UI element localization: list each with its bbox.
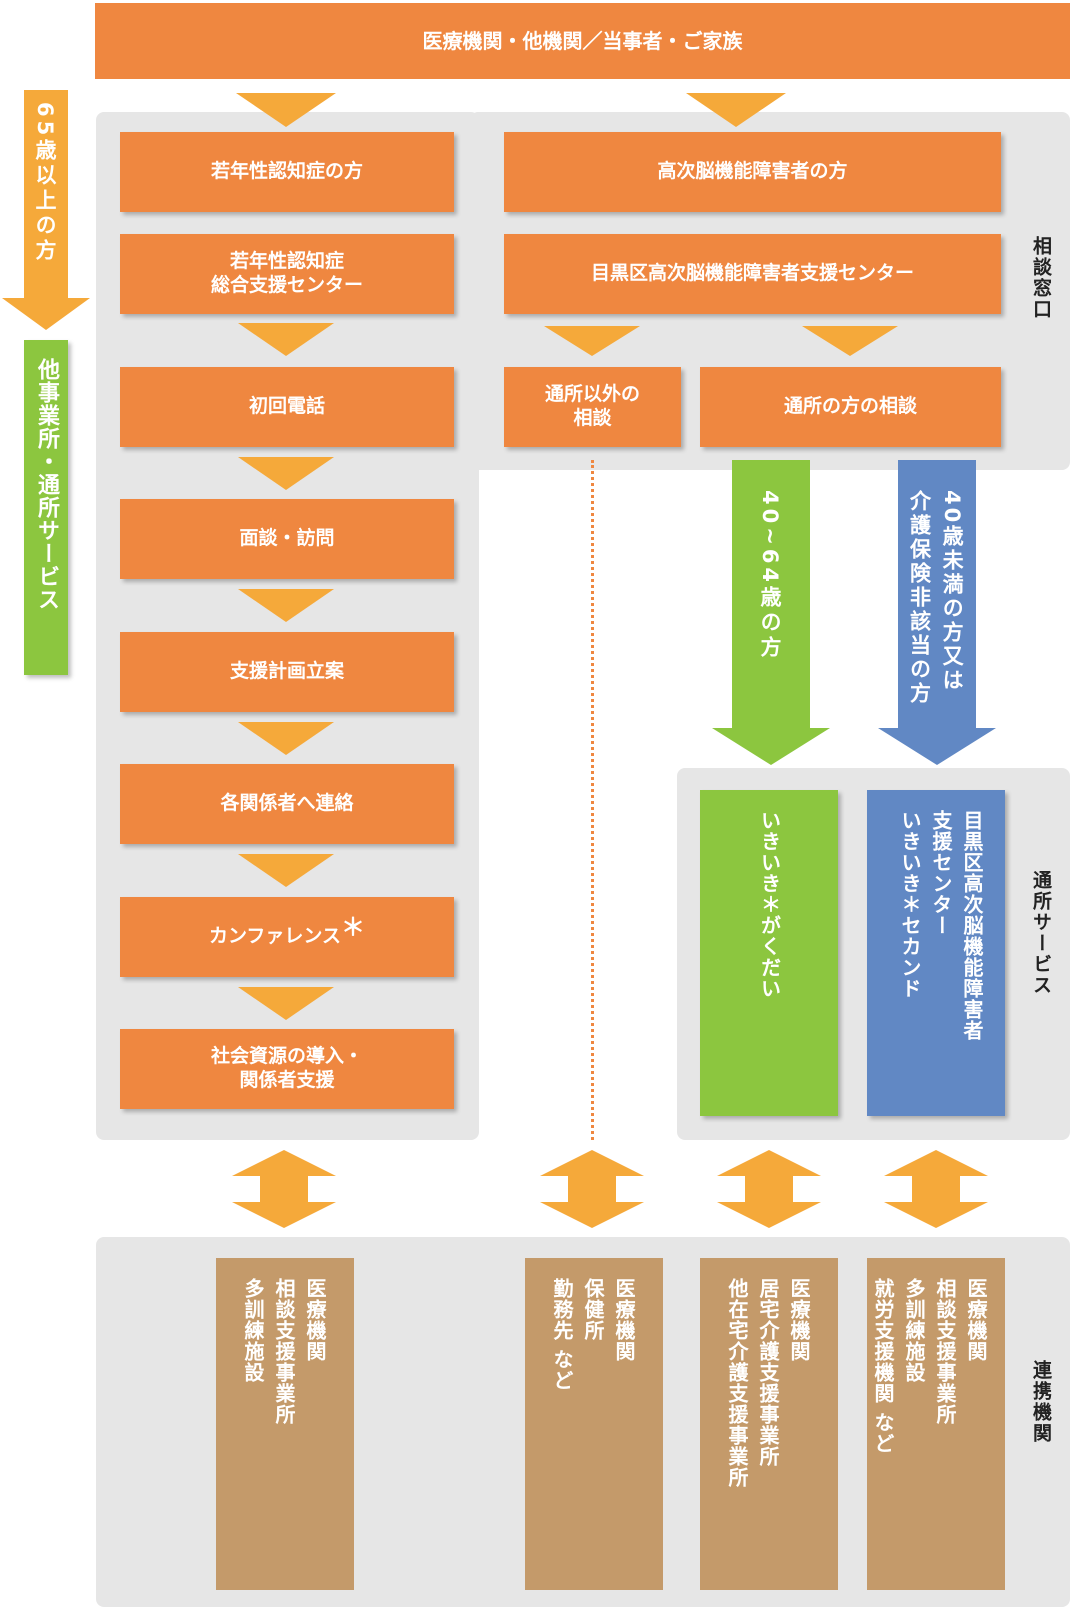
arrow-green-40-64-icon — [712, 460, 830, 765]
dotted-connector — [591, 460, 594, 1140]
asterisk-mark: ＊ — [341, 913, 366, 941]
under40-label: 40歳未満の方又は 介護保険非該当の方 — [907, 490, 965, 706]
arrow-top-left-icon — [236, 93, 336, 127]
day-consult: 通所の方の相談 — [700, 367, 1001, 447]
cooperation-box-1: 医療機関 相談支援事業所 多訓練施設 — [216, 1258, 354, 1590]
brain-injury-target: 高次脳機能障害者の方 — [504, 132, 1001, 212]
arrow-step4-icon — [238, 722, 334, 755]
cooperation-label: 連携機関 — [1030, 1360, 1052, 1444]
double-arrow-4-icon — [884, 1150, 988, 1228]
non-day-consult: 通所以外の 相談 — [504, 367, 681, 447]
ikiiki-gakudai-box: いきいき＊がくだい — [700, 790, 838, 1116]
step-contact-parties: 各関係者へ連絡 — [120, 764, 454, 844]
arrow-day-icon — [802, 326, 898, 356]
step-first-call: 初回電話 — [120, 367, 454, 447]
arrow-step6-icon — [238, 987, 334, 1020]
double-arrow-2-icon — [540, 1150, 644, 1228]
step-social-resources: 社会資源の導入・ 関係者支援 — [120, 1029, 454, 1109]
conference-label: カンファレンス — [208, 925, 342, 948]
double-arrow-3-icon — [717, 1150, 821, 1228]
arrow-down-65-icon — [2, 90, 90, 330]
step-support-center: 若年性認知症 総合支援センター — [120, 234, 454, 314]
age-40-64-label: 40~64歳の方 — [758, 490, 782, 662]
cooperation-box-2: 医療機関 保健所 勤務先 など — [525, 1258, 663, 1590]
step-interview-visit: 面談・訪問 — [120, 499, 454, 579]
double-arrow-1-icon — [232, 1150, 336, 1228]
step-young-dementia: 若年性認知症の方 — [120, 132, 454, 212]
top-box: 医療機関・他機関／当事者・ご家族 — [95, 3, 1070, 79]
arrow-non-day-icon — [544, 326, 640, 356]
consult-label: 相談窓口 — [1030, 236, 1052, 320]
arrow-blue-under40-icon — [878, 460, 996, 765]
arrow-top-right-icon — [686, 93, 786, 127]
arrow-step5-icon — [238, 854, 334, 887]
arrow-step3-icon — [238, 589, 334, 622]
cooperation-box-3: 医療機関 居宅介護支援事業所 他在宅介護支援事業所 — [700, 1258, 838, 1590]
arrow-step1-icon — [238, 323, 334, 356]
step-support-plan: 支援計画立案 — [120, 632, 454, 712]
step-conference: カンファレンス＊ — [120, 897, 454, 977]
over65-label: 65歳以上の方 — [33, 102, 57, 265]
meguro-center: 目黒区高次脳機能障害者支援センター — [504, 234, 1001, 314]
other-service-box: 他事業所・通所サービス — [24, 340, 68, 675]
arrow-step2-icon — [238, 457, 334, 490]
day-service-label: 通所サービス — [1030, 870, 1052, 996]
cooperation-box-4: 医療機関 相談支援事業所 多訓練施設 就労支援機関 など — [867, 1258, 1005, 1590]
meguro-second-box: 目黒区高次脳機能障害者 支援センター いきいき＊セカンド — [867, 790, 1005, 1116]
